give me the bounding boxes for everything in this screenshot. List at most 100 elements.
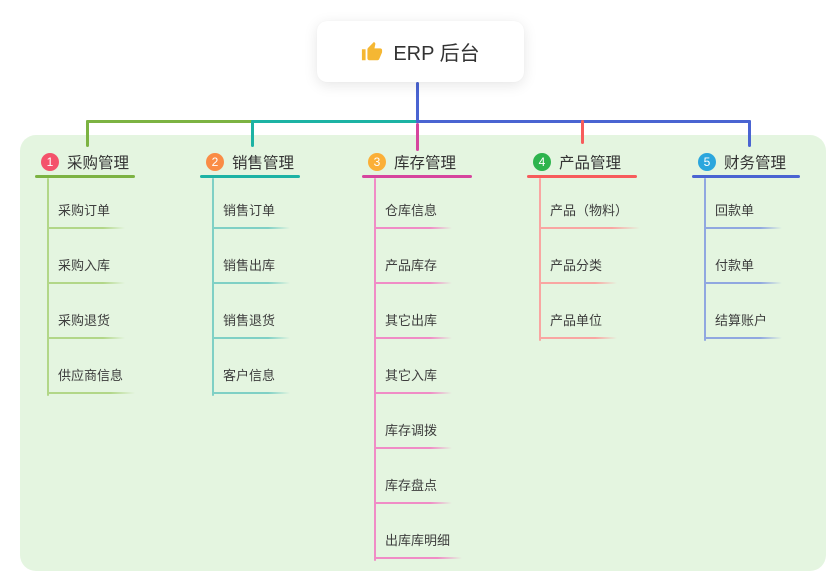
child-node-label: 销售订单 bbox=[223, 203, 276, 218]
branch-underline bbox=[527, 175, 637, 178]
branch-children-connector bbox=[704, 178, 706, 341]
child-node-underline bbox=[47, 227, 125, 229]
child-node-underline bbox=[539, 227, 641, 229]
child-node-label: 采购退货 bbox=[58, 313, 111, 328]
child-node[interactable]: 产品库存 bbox=[374, 256, 452, 284]
child-node-label: 产品（物料） bbox=[550, 203, 629, 218]
child-node-label: 结算账户 bbox=[715, 313, 768, 328]
connector-line bbox=[748, 120, 751, 147]
child-node-label: 采购订单 bbox=[58, 203, 111, 218]
branch-number-badge: 2 bbox=[206, 153, 224, 171]
branch-title-label: 库存管理 bbox=[394, 155, 457, 172]
child-node-label: 出库库明细 bbox=[385, 533, 451, 548]
child-node-label: 销售出库 bbox=[223, 258, 276, 273]
branch-underline bbox=[362, 175, 472, 178]
connector-line bbox=[416, 123, 419, 151]
branch-title-label: 采购管理 bbox=[67, 155, 130, 172]
branch-number-badge: 5 bbox=[698, 153, 716, 171]
child-node-label: 销售退货 bbox=[223, 313, 276, 328]
child-node[interactable]: 其它入库 bbox=[374, 366, 452, 394]
child-node-underline bbox=[704, 227, 782, 229]
child-node-underline bbox=[374, 392, 452, 394]
child-node[interactable]: 产品单位 bbox=[539, 311, 617, 339]
connector-line bbox=[251, 120, 419, 123]
branch-title[interactable]: 3 库存管理 bbox=[368, 150, 456, 174]
child-node-underline bbox=[47, 282, 125, 284]
child-node-underline bbox=[374, 282, 452, 284]
child-node-label: 其它入库 bbox=[385, 368, 438, 383]
child-node[interactable]: 销售订单 bbox=[212, 201, 290, 229]
connector-line bbox=[86, 120, 254, 123]
child-node-label: 回款单 bbox=[715, 203, 755, 218]
child-node[interactable]: 产品（物料） bbox=[539, 201, 641, 229]
child-node-label: 供应商信息 bbox=[58, 368, 124, 383]
child-node-underline bbox=[374, 502, 452, 504]
child-node[interactable]: 采购入库 bbox=[47, 256, 125, 284]
child-node[interactable]: 采购退货 bbox=[47, 311, 125, 339]
child-node-underline bbox=[212, 392, 290, 394]
child-node-underline bbox=[704, 337, 782, 339]
child-node-label: 库存盘点 bbox=[385, 478, 438, 493]
child-node[interactable]: 其它出库 bbox=[374, 311, 452, 339]
child-node[interactable]: 库存调拨 bbox=[374, 421, 452, 449]
connector-line bbox=[86, 120, 89, 147]
branch-children-connector bbox=[539, 178, 541, 341]
child-node-label: 产品库存 bbox=[385, 258, 438, 273]
branch-underline bbox=[35, 175, 135, 178]
child-node[interactable]: 回款单 bbox=[704, 201, 782, 229]
connector-line bbox=[416, 82, 419, 123]
child-node-underline bbox=[539, 282, 617, 284]
child-node-label: 产品单位 bbox=[550, 313, 603, 328]
branch-number-badge: 3 bbox=[368, 153, 386, 171]
branch-number-badge: 4 bbox=[533, 153, 551, 171]
thumbs-up-icon bbox=[361, 41, 383, 63]
child-node-underline bbox=[374, 557, 463, 559]
branch-title[interactable]: 2 销售管理 bbox=[206, 150, 294, 174]
branch-number-badge: 1 bbox=[41, 153, 59, 171]
child-node[interactable]: 销售退货 bbox=[212, 311, 290, 339]
child-node-label: 库存调拨 bbox=[385, 423, 438, 438]
child-node-label: 仓库信息 bbox=[385, 203, 438, 218]
child-node[interactable]: 采购订单 bbox=[47, 201, 125, 229]
child-node-underline bbox=[374, 447, 452, 449]
child-node-underline bbox=[704, 282, 782, 284]
connector-line bbox=[251, 120, 254, 147]
child-node-underline bbox=[212, 337, 290, 339]
branch-children-connector bbox=[212, 178, 214, 396]
child-node[interactable]: 仓库信息 bbox=[374, 201, 452, 229]
child-node-underline bbox=[539, 337, 617, 339]
branches-panel bbox=[20, 135, 826, 571]
child-node-label: 客户信息 bbox=[223, 368, 276, 383]
branch-title-label: 财务管理 bbox=[724, 155, 787, 172]
connector-line bbox=[581, 120, 584, 144]
child-node-underline bbox=[47, 337, 125, 339]
child-node-label: 付款单 bbox=[715, 258, 755, 273]
branch-title[interactable]: 1 采购管理 bbox=[41, 150, 129, 174]
root-node-label: ERP 后台 bbox=[393, 43, 480, 65]
child-node-underline bbox=[374, 337, 452, 339]
branch-underline bbox=[200, 175, 300, 178]
child-node[interactable]: 客户信息 bbox=[212, 366, 290, 394]
child-node[interactable]: 出库库明细 bbox=[374, 531, 463, 559]
child-node-underline bbox=[374, 227, 452, 229]
child-node[interactable]: 供应商信息 bbox=[47, 366, 136, 394]
child-node-underline bbox=[212, 227, 290, 229]
branch-title[interactable]: 4 产品管理 bbox=[533, 150, 621, 174]
child-node[interactable]: 产品分类 bbox=[539, 256, 617, 284]
child-node[interactable]: 结算账户 bbox=[704, 311, 782, 339]
child-node[interactable]: 库存盘点 bbox=[374, 476, 452, 504]
branch-title-label: 产品管理 bbox=[559, 155, 622, 172]
child-node-label: 采购入库 bbox=[58, 258, 111, 273]
child-node-label: 其它出库 bbox=[385, 313, 438, 328]
branch-underline bbox=[692, 175, 800, 178]
branch-title-label: 销售管理 bbox=[232, 155, 295, 172]
branch-children-connector bbox=[374, 178, 376, 561]
branch-title[interactable]: 5 财务管理 bbox=[698, 150, 786, 174]
child-node[interactable]: 销售出库 bbox=[212, 256, 290, 284]
branch-children-connector bbox=[47, 178, 49, 396]
child-node[interactable]: 付款单 bbox=[704, 256, 782, 284]
root-node[interactable]: ERP 后台 bbox=[317, 21, 524, 82]
child-node-underline bbox=[47, 392, 136, 394]
child-node-underline bbox=[212, 282, 290, 284]
